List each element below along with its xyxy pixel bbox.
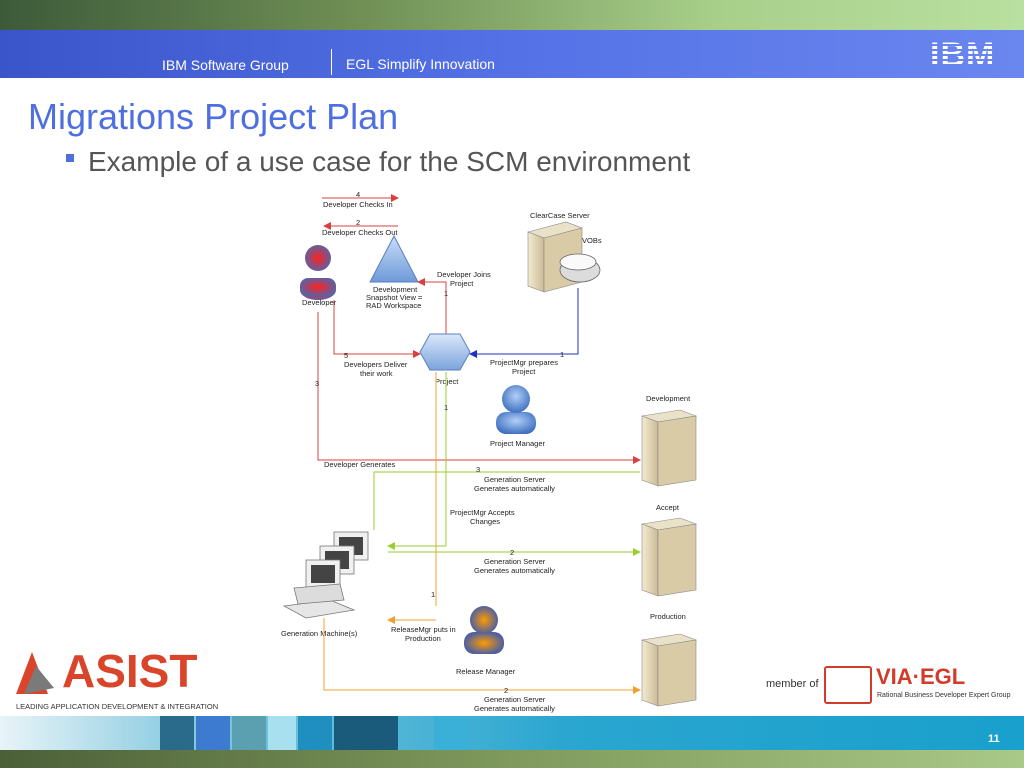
project-hexagon-icon <box>419 333 471 371</box>
dev-view-line2: Snapshot View = <box>366 293 423 302</box>
gen2b-num: 2 <box>504 686 508 695</box>
footer-tile <box>160 716 194 750</box>
joins-num: 1 <box>444 289 448 298</box>
via-egl-subtitle: Rational Business Developer Expert Group <box>877 692 1011 699</box>
footer-tile <box>196 716 230 750</box>
development-server-icon <box>640 409 698 487</box>
footer-tile <box>334 716 398 750</box>
prepares-num: 1 <box>560 350 564 359</box>
footer-tile <box>232 716 266 750</box>
gen2b-arrow <box>323 618 641 694</box>
prepares-line1: ProjectMgr prepares <box>490 358 558 367</box>
asist-tagline: LEADING APPLICATION DEVELOPMENT & INTEGR… <box>16 702 219 711</box>
accept-label: Accept <box>656 503 680 512</box>
project-manager-person-icon <box>496 385 536 434</box>
pm-num: 1 <box>444 403 448 412</box>
snapshot-view-triangle-icon <box>369 234 419 283</box>
deliver-num: 5 <box>344 351 348 360</box>
footer-tile <box>268 716 296 750</box>
joins-arrow <box>417 278 447 336</box>
bottom-band <box>0 716 1024 750</box>
clearcase-server-icon <box>527 221 601 293</box>
gen2a-num: 2 <box>510 548 514 557</box>
via-egl-badge-icon <box>824 666 872 704</box>
deliver-line1: Developers Deliver <box>344 360 408 369</box>
developer-generates-label: Developer Generates <box>324 460 396 469</box>
header-product: EGL Simplify Innovation <box>346 56 495 72</box>
project-label: Project <box>435 377 459 386</box>
gen2a-line1: Generation Server <box>484 557 546 566</box>
prepares-arrow <box>469 288 579 358</box>
generation-machines-label: Generation Machine(s) <box>281 629 358 638</box>
page-number: 11 <box>988 733 1000 745</box>
project-manager-label: Project Manager <box>490 439 546 448</box>
developer-label: Developer <box>302 298 337 307</box>
dev-view-line1: Development <box>373 285 418 294</box>
gen2b-line1: Generation Server <box>484 695 546 704</box>
accept-server-icon <box>640 517 698 597</box>
gen3-line2: Generates automatically <box>474 484 555 493</box>
release-manager-person-icon <box>464 606 504 654</box>
top-color-band <box>0 0 1024 30</box>
production-server-icon <box>640 633 698 707</box>
bullet-text: Example of a use case for the SCM enviro… <box>88 146 691 177</box>
asist-wordmark: ASIST <box>62 645 198 697</box>
deliver-line2: their work <box>360 369 393 378</box>
header-group: IBM Software Group <box>162 57 289 73</box>
footer-tile <box>298 716 332 750</box>
dev-gen-num: 3 <box>315 379 319 388</box>
member-of-label: member of <box>766 678 819 690</box>
gen3-line <box>373 471 640 530</box>
development-label: Development <box>646 394 691 403</box>
joins-line1: Developer Joins <box>437 270 491 279</box>
gen2a-line2: Generates automatically <box>474 566 555 575</box>
dev-view-line3: RAD Workspace <box>366 301 421 310</box>
releasemgr-line2: Production <box>405 634 441 643</box>
joins-line2: Project <box>450 279 474 288</box>
legend-checkin-label: Developer Checks In <box>323 200 393 209</box>
ibm-logo: IBM <box>930 36 996 74</box>
clearcase-label: ClearCase Server <box>530 211 590 220</box>
accepts-line1: ProjectMgr Accepts <box>450 508 515 517</box>
header-separator <box>331 49 332 75</box>
legend-checkout-label: Developer Checks Out <box>322 228 398 237</box>
deliver-arrow <box>333 300 421 358</box>
asist-logo: ASIST LEADING APPLICATION DEVELOPMENT & … <box>14 645 226 711</box>
legend-checkout-num: 2 <box>356 218 360 227</box>
slide-title: Migrations Project Plan <box>28 96 399 137</box>
releasemgr-line1: ReleaseMgr puts in <box>391 625 456 634</box>
prepares-line2: Project <box>512 367 536 376</box>
header-bar <box>0 30 1024 78</box>
footer-tile <box>434 716 468 750</box>
accepts-line2: Changes <box>470 517 500 526</box>
gen3-line1: Generation Server <box>484 475 546 484</box>
release-manager-label: Release Manager <box>456 667 516 676</box>
legend-checkin-num: 4 <box>356 190 360 199</box>
gen2b-line2: Generates automatically <box>474 704 555 713</box>
via-egl-logo: VIA·EGL <box>876 664 966 689</box>
bullet-icon <box>66 154 74 162</box>
production-label: Production <box>650 612 686 621</box>
gen3-num: 3 <box>476 465 480 474</box>
generation-machines-icon <box>282 531 369 619</box>
vobs-label: VOBs <box>582 236 602 245</box>
developer-person-icon <box>300 245 336 300</box>
footer-strip <box>0 750 1024 768</box>
developer-generates-arrow <box>317 312 641 464</box>
release-num: 1 <box>431 590 435 599</box>
